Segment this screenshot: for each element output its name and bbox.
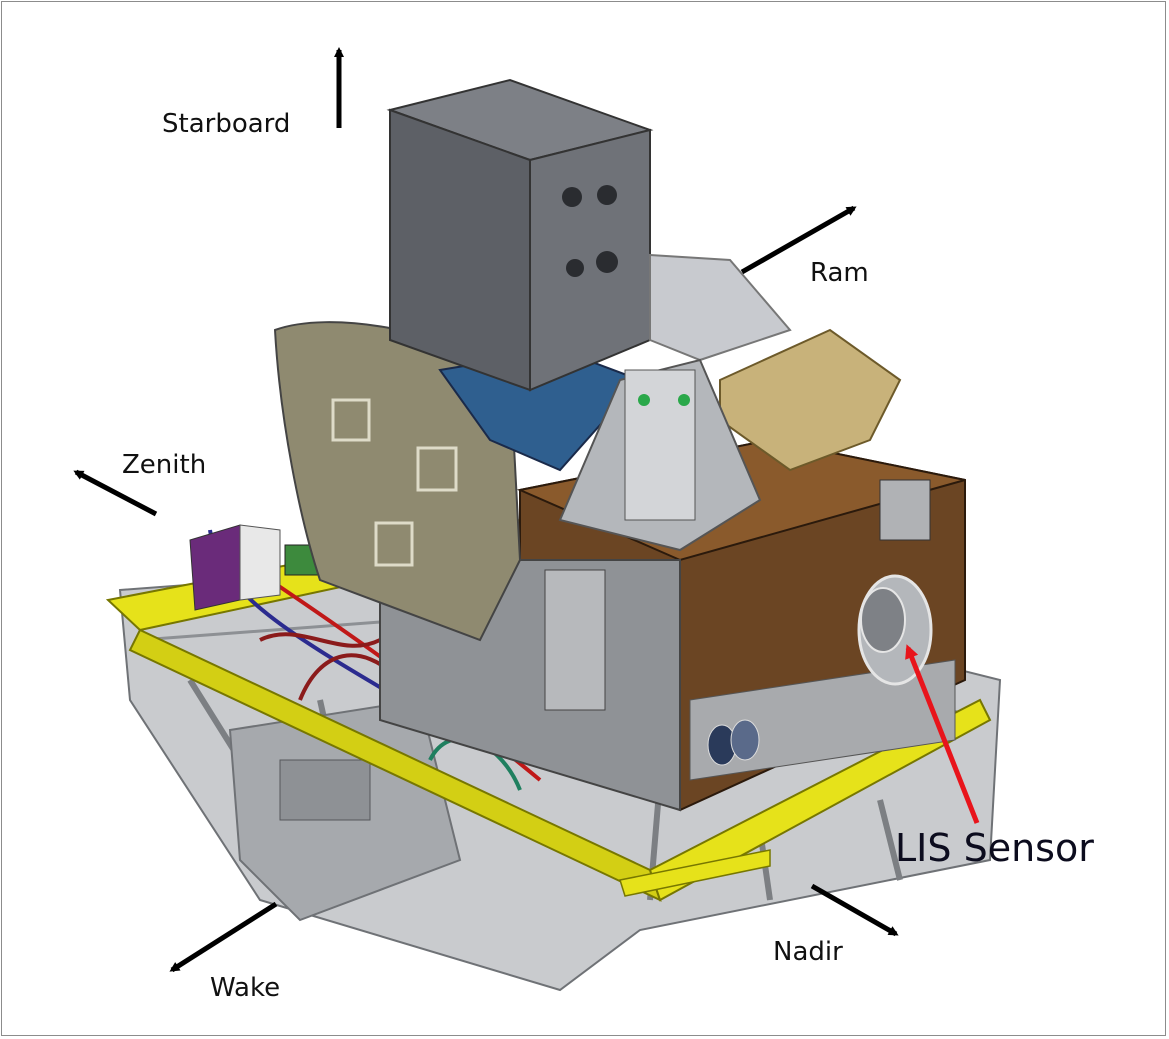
label-wake: Wake (210, 973, 281, 1003)
zenith-arrow-icon (73, 469, 158, 517)
lis-sensor-callout-arrow-icon (905, 644, 980, 824)
nadir-arrow-icon (810, 883, 899, 937)
label-lis-sensor: LIS Sensor (895, 826, 1094, 870)
label-zenith: Zenith (122, 450, 207, 480)
direction-arrows (73, 47, 899, 973)
upper-electronics-box (386, 78, 654, 392)
wake-arrow-icon (169, 901, 278, 973)
ram-arrow-icon (740, 205, 857, 275)
label-starboard: Starboard (162, 109, 291, 139)
mount-tower (558, 358, 762, 552)
label-ram: Ram (810, 258, 869, 288)
top-plate (649, 253, 792, 362)
lis-sensor-lens (857, 574, 933, 686)
label-nadir: Nadir (773, 937, 843, 967)
tan-panel (273, 321, 522, 642)
